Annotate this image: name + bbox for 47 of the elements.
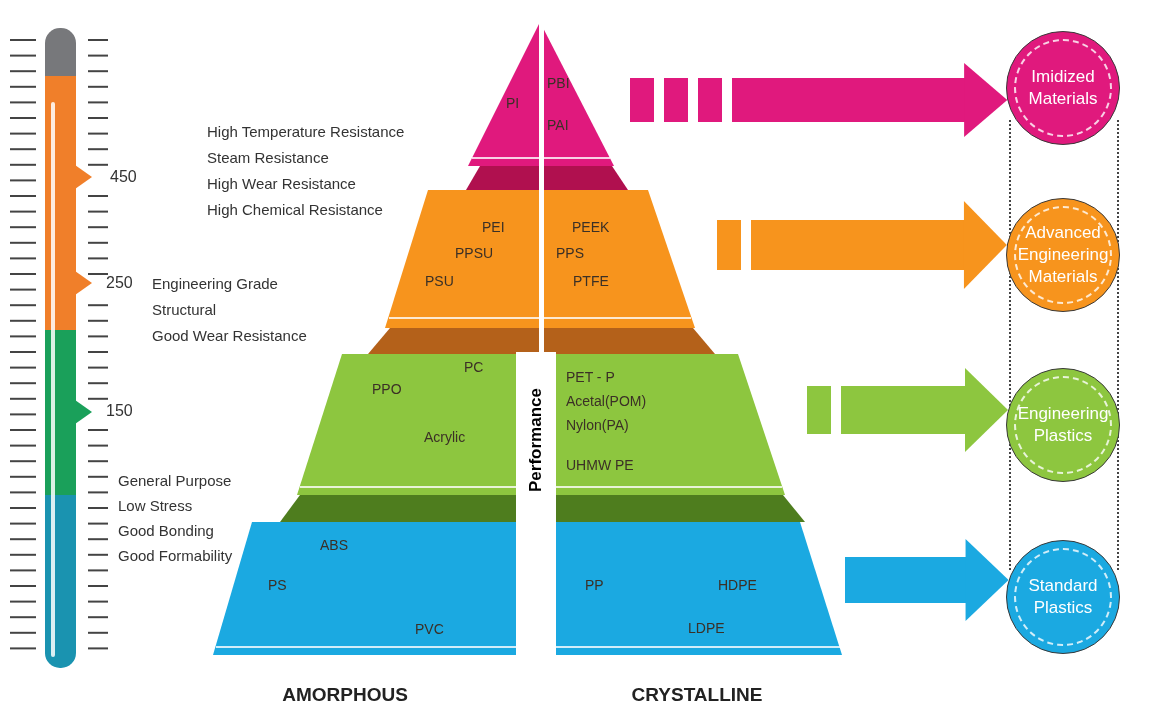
material-label: PI: [506, 94, 520, 112]
chevron-arrow: [807, 368, 1008, 452]
property-text: General Purpose: [118, 471, 232, 491]
axis-label: Performance: [525, 388, 547, 492]
property-text: High Temperature Resistance: [207, 122, 405, 142]
material-label: PC: [464, 358, 484, 376]
scale-value: 250: [106, 273, 133, 293]
material-label: PEEK: [572, 218, 610, 236]
material-label: Nylon(PA): [566, 416, 629, 434]
category-label: Imidized Materials: [1027, 66, 1099, 110]
material-label: PBI: [547, 74, 570, 92]
material-label: PTFE: [573, 272, 609, 290]
property-text: High Wear Resistance: [207, 174, 356, 194]
material-label: ABS: [320, 536, 348, 554]
material-label: LDPE: [688, 619, 725, 637]
chevron-arrow: [717, 201, 1007, 289]
material-label: PS: [268, 576, 287, 594]
chevron-arrow: [630, 63, 1008, 137]
material-label: PPS: [556, 244, 584, 262]
material-label: PPSU: [455, 244, 494, 262]
category-label: Advanced Engineering Materials: [1016, 222, 1110, 288]
chevron-arrow: [845, 539, 1009, 621]
material-label: PEI: [482, 218, 505, 236]
material-label: PVC: [415, 620, 444, 638]
material-label: PAI: [547, 116, 569, 134]
material-label: Acrylic: [424, 428, 466, 446]
material-label: Acetal(POM): [566, 392, 647, 410]
category-label: Engineering Plastics: [1016, 403, 1110, 447]
property-text: Good Formability: [118, 546, 233, 566]
property-text: High Chemical Resistance: [207, 200, 383, 220]
scale-value: 450: [110, 167, 137, 187]
property-text: Engineering Grade: [152, 274, 278, 294]
material-label: HDPE: [718, 576, 757, 594]
material-label: UHMW PE: [566, 456, 634, 474]
scale-value: 150: [106, 401, 133, 421]
material-label: PSU: [425, 272, 454, 290]
column-heading: AMORPHOUS: [282, 682, 408, 707]
material-label: PPO: [372, 380, 402, 398]
property-text: Good Wear Resistance: [152, 326, 307, 346]
column-heading: CRYSTALLINE: [631, 682, 763, 707]
property-text: Low Stress: [118, 496, 193, 516]
material-label: PET - P: [566, 368, 615, 386]
category-label: Standard Plastics: [1027, 575, 1099, 619]
property-text: Structural: [152, 300, 217, 320]
material-label: PP: [585, 576, 604, 594]
property-text: Steam Resistance: [207, 148, 329, 168]
property-text: Good Bonding: [118, 521, 214, 541]
